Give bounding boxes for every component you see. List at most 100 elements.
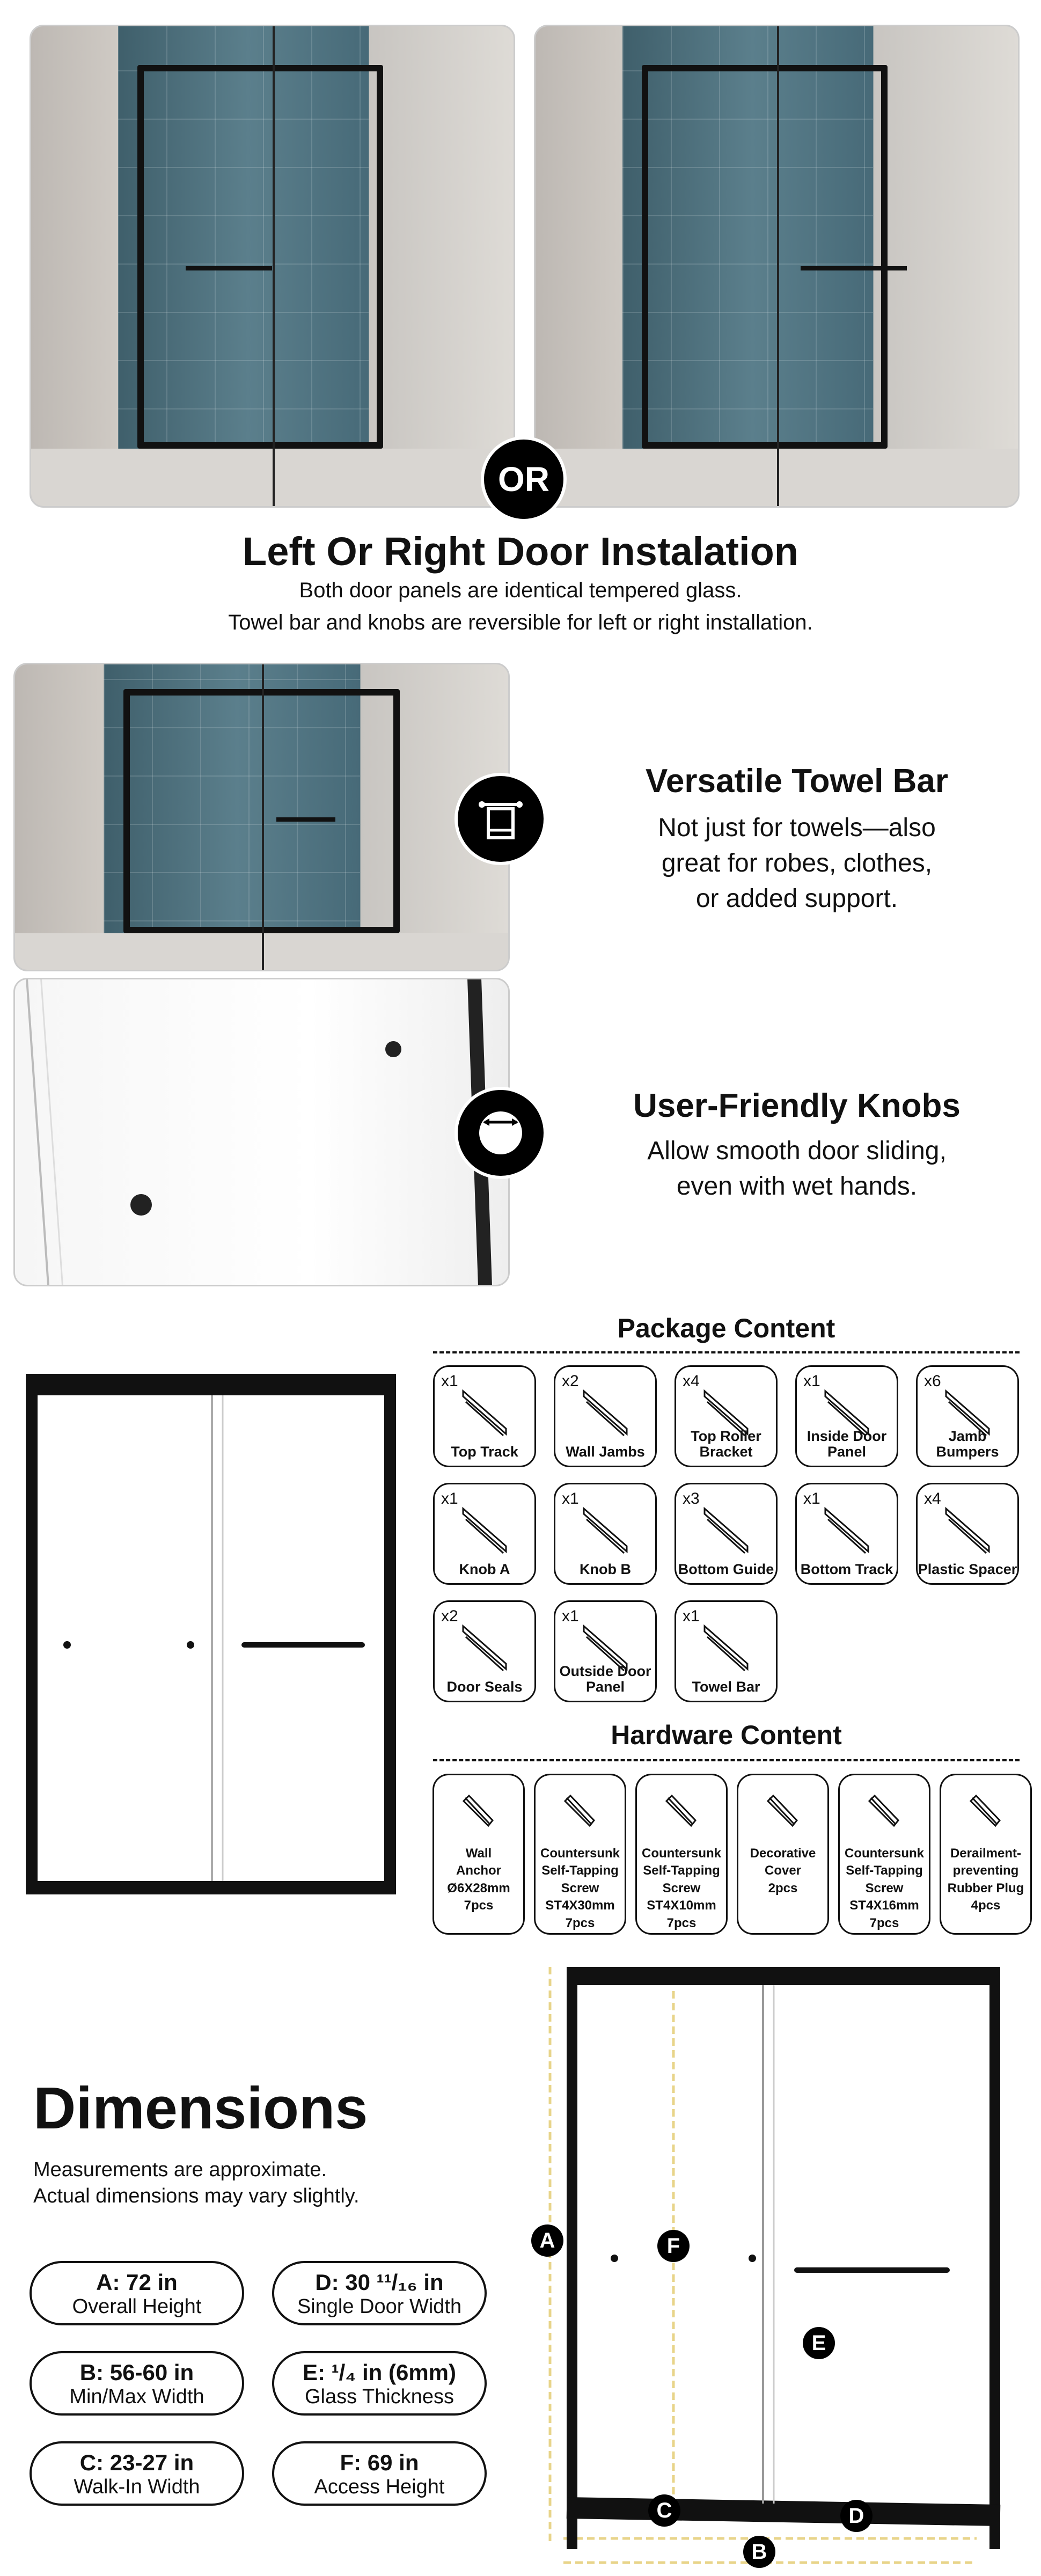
spec-value: E: ¹/₄ in (6mm): [302, 2360, 457, 2385]
item-label: Bottom Guide: [678, 1561, 774, 1578]
item-label: Door Seals: [446, 1679, 523, 1695]
part-icon: [462, 1389, 507, 1437]
spec-description: Single Door Width: [297, 2295, 462, 2318]
spec-description: Overall Height: [72, 2295, 202, 2318]
item-label: Top Roller Bracket: [691, 1428, 761, 1460]
dimension-spec: E: ¹/₄ in (6mm)Glass Thickness: [272, 2351, 487, 2416]
item-quantity: x1: [803, 1372, 820, 1390]
item-quantity: x4: [683, 1372, 700, 1390]
or-label: OR: [498, 460, 549, 499]
hardware-item: Decorative Cover 2pcs: [737, 1774, 829, 1935]
part-icon: [703, 1506, 749, 1554]
desc-line: Allow smooth door sliding,: [647, 1137, 947, 1165]
shower-photo-left-install: [30, 25, 515, 508]
dimensions-note-2: Actual dimensions may vary slightly.: [33, 2185, 360, 2207]
item-quantity: x1: [562, 1607, 579, 1625]
marker-b: B: [743, 2536, 775, 2568]
part-icon: [945, 1389, 990, 1437]
package-title: Package Content: [617, 1313, 835, 1343]
spec-description: Access Height: [314, 2476, 445, 2498]
spec-value: C: 23-27 in: [79, 2450, 194, 2475]
hardware-item: Countersunk Self-Tapping Screw ST4X30mm …: [534, 1774, 626, 1935]
item-quantity: x2: [562, 1372, 579, 1390]
part-icon: [462, 1624, 507, 1672]
shower-door-drawing: [26, 1374, 396, 1894]
part-icon: [703, 1624, 749, 1672]
item-quantity: x1: [441, 1490, 458, 1507]
part-icon: [945, 1506, 990, 1554]
item-label: Towel Bar: [692, 1679, 760, 1695]
item-quantity: x2: [441, 1607, 458, 1625]
spec-value: F: 69 in: [340, 2450, 419, 2475]
towel-bar-icon: [454, 773, 547, 865]
part-icon: [824, 1506, 869, 1554]
hardware-icon: [969, 1794, 1001, 1827]
item-label: Derailment- preventing Rubber Plug 4pcs: [947, 1846, 1024, 1913]
item-label: Knob B: [580, 1561, 631, 1578]
part-icon: [583, 1389, 628, 1437]
part-icon: [583, 1624, 628, 1672]
part-icon: [703, 1389, 749, 1437]
knob-slide-icon: [454, 1087, 547, 1179]
hardware-item: Countersunk Self-Tapping Screw ST4X10mm …: [635, 1774, 728, 1935]
feature-title-towel-bar: Versatile Towel Bar: [646, 763, 948, 800]
item-label: Bottom Track: [800, 1561, 893, 1578]
knob: [130, 1194, 152, 1216]
hardware-item: Derailment- preventing Rubber Plug 4pcs: [940, 1774, 1032, 1935]
spec-value: B: 56-60 in: [79, 2360, 194, 2385]
feature-desc-knobs: Allow smooth door sliding, even with wet…: [580, 1133, 1014, 1204]
item-label: Wall Jambs: [566, 1444, 645, 1460]
hardware-icon: [868, 1794, 899, 1827]
item-label: Jamb Bumpers: [936, 1428, 999, 1460]
item-label: Countersunk Self-Tapping Screw ST4X10mm …: [641, 1846, 721, 1930]
hardware-icon: [563, 1794, 595, 1827]
feature-desc-towel-bar: Not just for towels—also great for robes…: [580, 810, 1014, 917]
item-label: Plastic Spacer: [918, 1561, 1017, 1578]
dimensions-title: Dimensions: [33, 2075, 368, 2141]
item-quantity: x1: [803, 1490, 820, 1507]
feature-title-knobs: User-Friendly Knobs: [633, 1087, 961, 1124]
divider: [433, 1759, 1020, 1761]
hardware-item: Wall Anchor Ø6X28mm 7pcs: [432, 1774, 525, 1935]
install-line-1: Both door panels are identical tempered …: [299, 579, 742, 602]
spec-description: Glass Thickness: [304, 2385, 454, 2408]
spec-description: Walk-In Width: [74, 2476, 200, 2498]
item-label: Outside Door Panel: [559, 1663, 651, 1695]
shower-photo-right-install: [534, 25, 1020, 508]
knob-closeup-photo: [13, 978, 510, 1286]
install-line-2: Towel bar and knobs are reversible for l…: [228, 611, 813, 634]
item-label: Countersunk Self-Tapping Screw ST4X30mm …: [540, 1846, 620, 1930]
hardware-icon: [462, 1794, 494, 1827]
marker-c: C: [648, 2494, 680, 2527]
hardware-icon: [766, 1794, 798, 1827]
hardware-item: Countersunk Self-Tapping Screw ST4X16mm …: [838, 1774, 930, 1935]
desc-line: Not just for towels—also: [658, 814, 936, 842]
dimensions-note-1: Measurements are approximate.: [33, 2158, 327, 2181]
hardware-title: Hardware Content: [611, 1720, 842, 1750]
marker-e: E: [803, 2327, 835, 2359]
item-quantity: x1: [441, 1372, 458, 1390]
item-label: Inside Door Panel: [807, 1428, 887, 1460]
install-title: Left Or Right Door Instalation: [243, 529, 798, 574]
item-quantity: x4: [924, 1490, 941, 1507]
spec-description: Min/Max Width: [69, 2385, 204, 2408]
part-icon: [462, 1506, 507, 1554]
dimension-drawing: [548, 1967, 1001, 2564]
